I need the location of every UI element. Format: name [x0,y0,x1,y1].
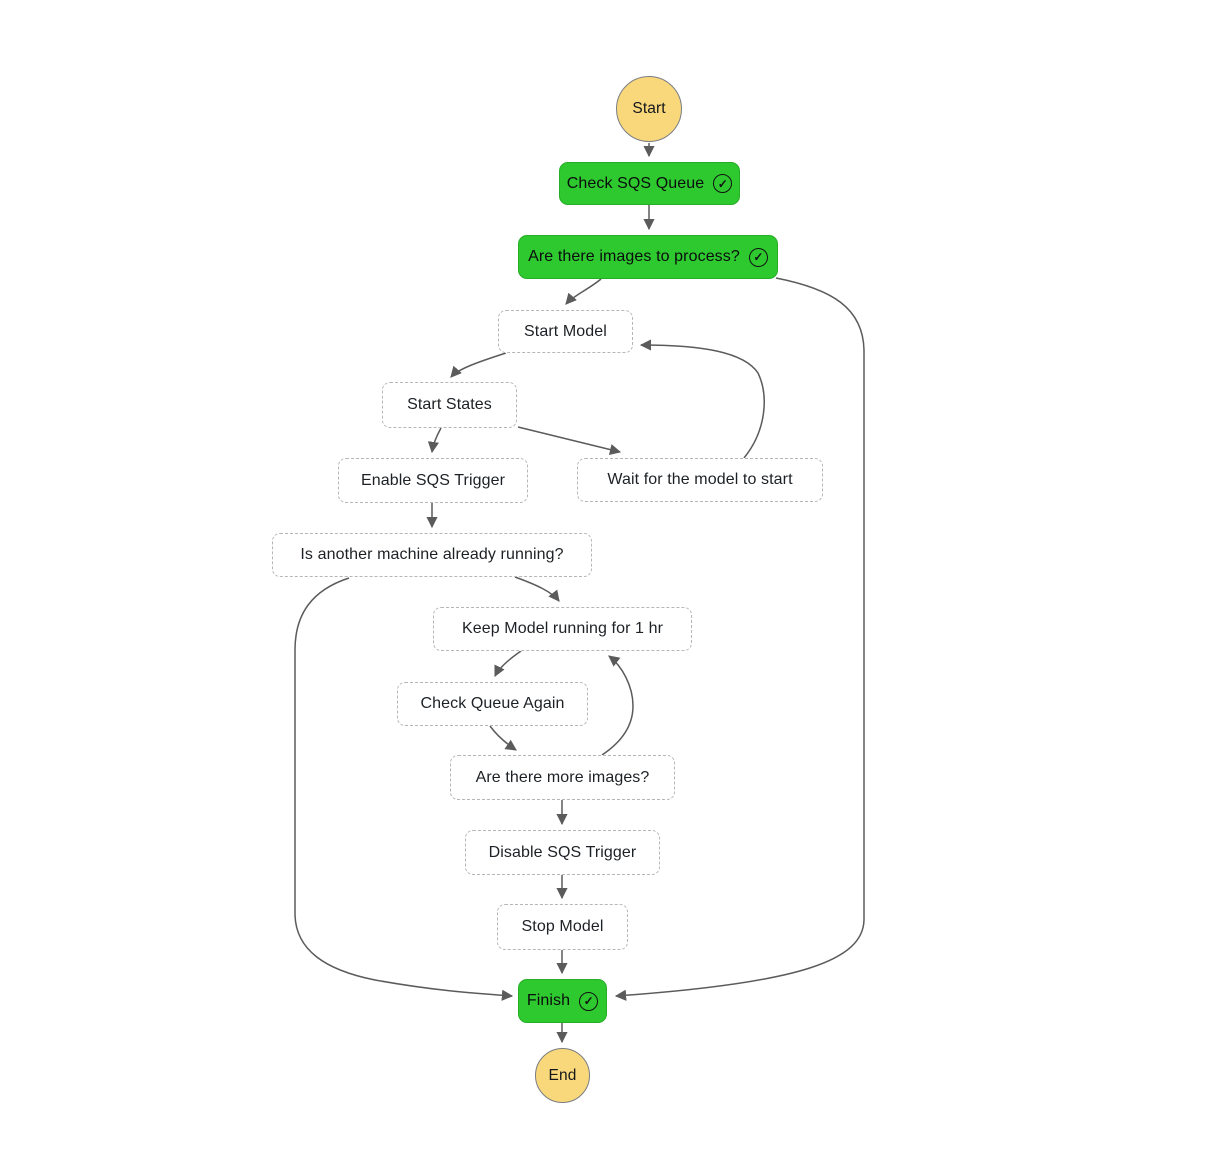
start-model-label: Start Model [524,322,607,340]
edge-start-states-to-enable-sqs-trigger [427,427,442,454]
edge-keep-model-running-to-check-queue-again [494,650,522,678]
disable-sqs-trigger-label: Disable SQS Trigger [488,843,637,861]
machine-running-label: Is another machine already running? [300,546,564,563]
finish-label: Finish [526,992,571,1009]
check-circle-icon: ✓ [713,174,733,193]
start-node-label: Start [632,100,666,117]
wait-model-start-node: Wait for the model to start [577,458,823,502]
machine-running-node: Is another machine already running? [272,533,592,577]
enable-sqs-trigger-label: Enable SQS Trigger [360,471,506,489]
keep-model-running-node: Keep Model running for 1 hr [433,607,692,651]
check-circle-icon: ✓ [579,991,599,1011]
start-node: Start [616,76,682,142]
stop-model-node: Stop Model [497,904,628,950]
images-to-process-node: Are there images to process? ✓ [518,235,778,279]
stop-model-label: Stop Model [521,918,604,935]
wait-model-start-label: Wait for the model to start [607,471,793,488]
edge-more-images-to-keep-model-running [601,655,634,756]
end-node-label: End [548,1066,577,1084]
disable-sqs-trigger-node: Disable SQS Trigger [465,830,660,875]
images-to-process-label: Are there images to process? [528,248,740,265]
start-states-label: Start States [407,396,492,413]
check-sqs-queue-node: Check SQS Queue ✓ [559,162,740,205]
edge-start-states-to-wait-model-start [517,426,622,456]
check-sqs-queue-label: Check SQS Queue [566,174,705,192]
edge-machine-running-to-keep-model-running [514,576,560,602]
check-circle-icon: ✓ [748,247,768,267]
edge-wait-model-start-to-start-model [639,339,765,459]
end-node: End [535,1048,590,1103]
edge-start-model-to-start-states [450,352,507,378]
start-states-node: Start States [382,382,517,428]
more-images-label: Are there more images? [475,768,650,786]
keep-model-running-label: Keep Model running for 1 hr [461,620,664,637]
enable-sqs-trigger-node: Enable SQS Trigger [338,458,528,503]
more-images-node: Are there more images? [450,755,675,800]
edge-images-to-process-to-start-model [565,278,602,305]
start-model-node: Start Model [498,310,633,353]
check-queue-again-label: Check Queue Again [420,695,565,712]
edge-check-queue-again-to-more-images [489,725,517,751]
finish-node: Finish ✓ [518,979,607,1023]
check-queue-again-node: Check Queue Again [397,682,588,726]
